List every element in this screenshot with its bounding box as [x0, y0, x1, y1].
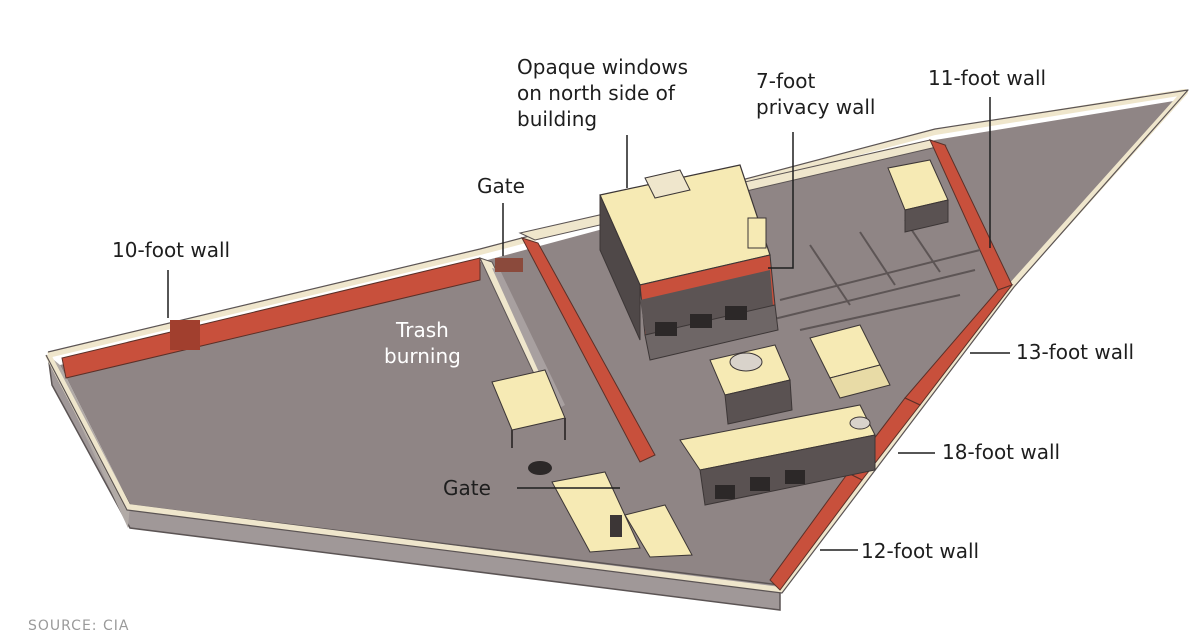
courtyard-sheds — [809, 324, 891, 399]
wall-10-gap — [170, 320, 200, 350]
northeast-outbuilding — [887, 159, 949, 233]
wall-10-foot — [61, 257, 481, 379]
yard-shed — [491, 369, 566, 475]
label-wall-11-foot: 11-foot wall — [928, 66, 1047, 90]
label-privacy-wall: 7-foot privacy wall — [756, 69, 876, 119]
source-credit: SOURCE: CIA — [28, 618, 130, 634]
label-trash-burning: Trash burning — [384, 318, 461, 368]
label-wall-10-foot: 10-foot wall — [112, 238, 231, 262]
label-gate-bottom: Gate — [443, 476, 491, 500]
compound-ground — [60, 100, 1180, 590]
wall-12-foot — [769, 472, 863, 591]
label-opaque-windows: Opaque windows on north side of building — [517, 55, 689, 131]
gate-buildings — [551, 471, 693, 558]
central-building — [709, 344, 793, 425]
main-house — [599, 164, 779, 361]
label-wall-12-foot: 12-foot wall — [861, 539, 980, 563]
label-gate-top: Gate — [477, 174, 525, 198]
guest-house — [679, 404, 876, 506]
label-wall-13-foot: 13-foot wall — [1016, 340, 1135, 364]
leader-lines — [167, 97, 1010, 551]
gate-top-marker — [495, 258, 523, 272]
inner-red-wall — [520, 237, 656, 463]
label-wall-18-foot: 18-foot wall — [942, 440, 1061, 464]
